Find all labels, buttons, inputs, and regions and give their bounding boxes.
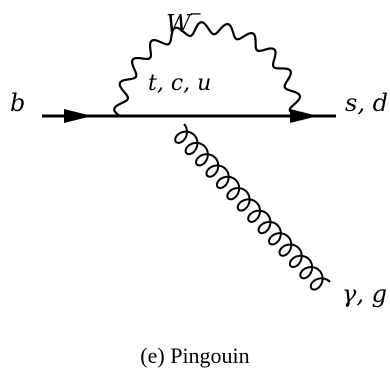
outgoing-arrow-icon <box>290 109 318 123</box>
outgoing-quark-label: s, d <box>345 89 388 117</box>
w-charge-label: − <box>189 4 202 23</box>
w-boson-loop <box>113 21 302 117</box>
incoming-arrow-icon <box>64 109 92 123</box>
emitted-boson-label: γ, g <box>342 280 387 308</box>
loop-quarks-label: t, c, u <box>148 71 211 96</box>
gluon-line <box>174 123 331 291</box>
incoming-quark-label: b <box>10 89 25 117</box>
w-boson-label: W <box>166 10 193 38</box>
figure-caption: (e) Pingouin <box>140 343 250 368</box>
